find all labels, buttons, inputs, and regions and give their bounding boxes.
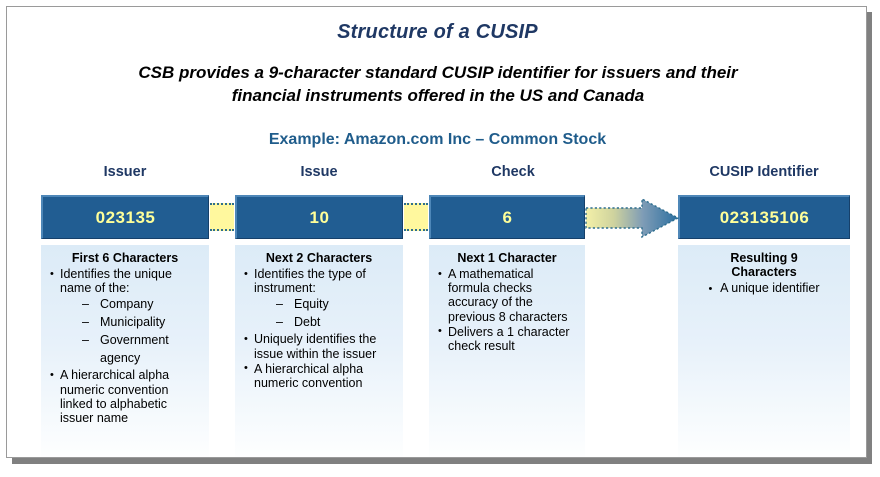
description-panel-issuer: First 6 Characters Identifies the unique… [41,245,209,457]
bullet-list-issue: Identifies the type of instrument: Equit… [243,266,395,391]
column-header-check: Check [491,164,535,180]
bullet-text: A unique identifier [720,281,820,295]
connector-chip-2 [404,203,428,231]
subtitle-line-1: CSB provides a 9-character standard CUSI… [138,63,738,82]
sub-list-item: Government agency [82,331,201,367]
list-item: A unique identifier [686,281,842,296]
description-panel-check: Next 1 Character A mathematical formula … [429,245,585,457]
code-box-issue: 10 [235,195,403,239]
panel-title-issuer: First 6 Characters [71,251,179,265]
list-item: Identifies the type of instrument: Equit… [243,266,395,331]
panel-title-line-1: Resulting 9 [730,251,798,265]
panel-title-check: Next 1 Character [457,251,557,265]
sub-list-item: Equity [276,295,395,313]
bullet-text: A hierarchical alpha numeric convention [254,361,364,391]
bullet-list-check: A mathematical formula checks accuracy o… [437,267,577,354]
description-panel-cusip-identifier: Resulting 9 Characters A unique identifi… [678,245,850,457]
code-box-cusip-identifier: 023135106 [678,195,850,239]
list-item: Delivers a 1 character check result [437,324,577,354]
code-box-check: 6 [429,195,585,239]
column-header-issuer: Issuer [103,164,147,180]
sub-list-item: Municipality [82,313,201,331]
list-item: A mathematical formula checks accuracy o… [437,267,577,324]
code-box-issuer: 023135 [41,195,209,239]
slide-subtitle: CSB provides a 9-character standard CUSI… [53,61,823,107]
bullet-text: Identifies the type of instrument: [254,267,366,296]
sub-bullet-list: Equity Debt [254,295,395,331]
sub-bullet-list: Company Municipality Government agency [60,295,201,367]
subtitle-line-2: financial instruments offered in the US … [231,86,645,105]
column-header-cusip-identifier: CUSIP Identifier [709,164,819,180]
list-item: A hierarchical alpha numeric convention … [49,368,201,425]
connector-chip-1 [210,203,234,231]
sub-list-item: Debt [276,313,395,331]
sub-list-item: Company [82,295,201,313]
panel-title-issue: Next 2 Characters [265,251,373,265]
bullet-text: Identifies the unique name of the: [60,267,172,296]
bullet-list-issuer: Identifies the unique name of the: Compa… [49,266,201,425]
list-item: A hierarchical alpha numeric convention [243,361,395,391]
bullet-text: Delivers a 1 character check result [448,324,570,354]
slide-canvas: Structure of a CUSIP CSB provides a 9-ch… [6,6,867,458]
page-title: Structure of a CUSIP [337,21,538,43]
description-panel-issue: Next 2 Characters Identifies the type of… [235,245,403,457]
bullet-text: Uniquely identifies the issue within the… [254,332,377,361]
bullet-text: A hierarchical alpha numeric convention … [60,368,170,426]
list-item: Identifies the unique name of the: Compa… [49,266,201,367]
panel-title-line-2: Characters [731,265,797,279]
list-item: Uniquely identifies the issue within the… [243,332,395,361]
gradient-right-arrow-icon [585,197,681,239]
panel-title-cusip-identifier: Resulting 9 Characters [686,251,842,279]
bullet-list-cusip-identifier: A unique identifier [686,281,842,296]
column-header-issue: Issue [300,164,338,180]
bullet-text: A mathematical formula checks accuracy o… [448,267,568,324]
example-label: Example: Amazon.com Inc – Common Stock [268,131,607,148]
